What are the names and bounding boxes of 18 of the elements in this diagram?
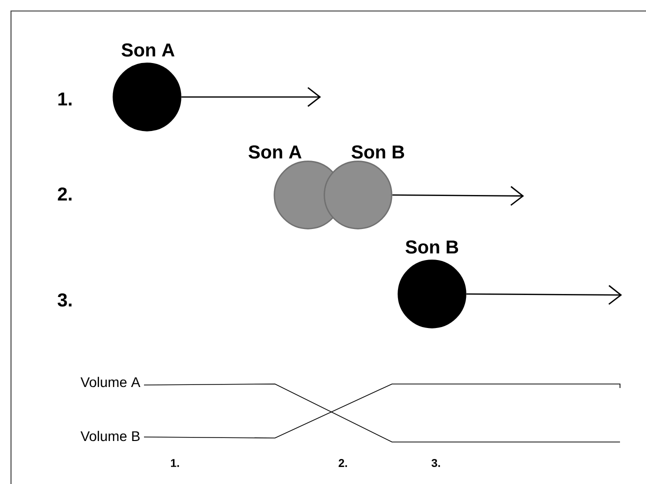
line-label: Volume B [80,430,140,442]
node-label: Son A [122,43,174,57]
ball: Son B [398,240,466,328]
row-number: 3. [58,293,72,307]
arrow [392,186,524,206]
node-label: Son A [248,145,302,159]
row-number: 1. [58,92,72,106]
ball: Son A [112,43,182,132]
arrow [466,285,622,305]
node-label: Son B [406,240,458,254]
step-number: 1. [171,459,179,467]
row-number: 2. [58,187,72,200]
node-label: Son B [352,145,404,159]
ball: Son B [324,145,404,230]
line-label: Volume A [80,376,140,388]
arrow [181,87,321,107]
step-number: 3. [432,458,440,467]
step-number: 2. [338,459,347,467]
